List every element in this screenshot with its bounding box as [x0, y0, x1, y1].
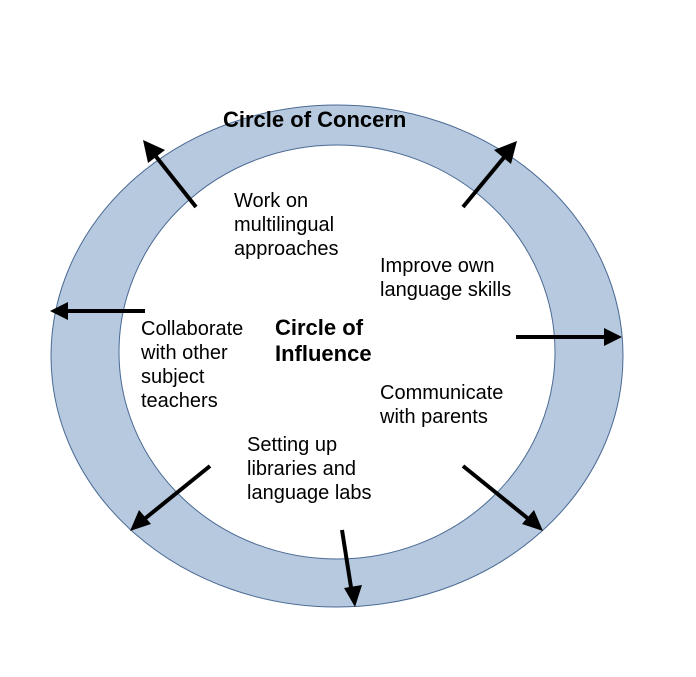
- action-line: teachers: [141, 390, 218, 412]
- circle-of-influence: [118, 144, 556, 560]
- arrowhead-up-right: [494, 141, 517, 164]
- action-line: language skills: [380, 279, 512, 301]
- action-line: Setting up: [247, 434, 338, 456]
- circle-of-concern-label: Circle of Concern: [223, 107, 407, 132]
- arrowhead-left: [50, 302, 68, 320]
- action-line: multilingual: [234, 214, 335, 236]
- arrow-up-left: [148, 147, 198, 209]
- inner-label-line: Circle of: [275, 315, 364, 340]
- arrowhead-down-left: [130, 510, 151, 531]
- arrow-up-right: [461, 147, 513, 209]
- action-libraries: Setting up libraries and language labs: [247, 433, 372, 505]
- action-communicate: Communicate with parents: [380, 381, 503, 429]
- action-line: approaches: [234, 238, 339, 260]
- arrowhead-down-right: [522, 510, 543, 531]
- inner-label-line: Influence: [275, 341, 372, 366]
- action-line: Work on: [234, 190, 309, 212]
- arrowheads: [50, 140, 622, 607]
- action-multilingual: Work on multilingual approaches: [234, 189, 339, 261]
- action-collaborate: Collaborate with other subject teachers: [141, 317, 243, 413]
- action-line: with parents: [380, 406, 488, 428]
- circle-of-influence-label: Circle of Influence: [275, 315, 372, 367]
- arrowhead-right: [604, 328, 622, 346]
- action-line: subject: [141, 366, 205, 388]
- action-line: Collaborate: [141, 318, 244, 340]
- arrowhead-down: [344, 585, 362, 607]
- arrow-down-left: [135, 464, 212, 527]
- action-language-skills: Improve own language skills: [380, 254, 511, 302]
- action-line: libraries and: [247, 458, 356, 480]
- arrowhead-up-left: [143, 140, 165, 163]
- action-line: Communicate: [380, 382, 504, 404]
- action-line: Improve own: [380, 255, 495, 277]
- arrow-down-right: [461, 464, 538, 527]
- action-line: with other: [141, 342, 228, 364]
- action-line: language labs: [247, 482, 372, 504]
